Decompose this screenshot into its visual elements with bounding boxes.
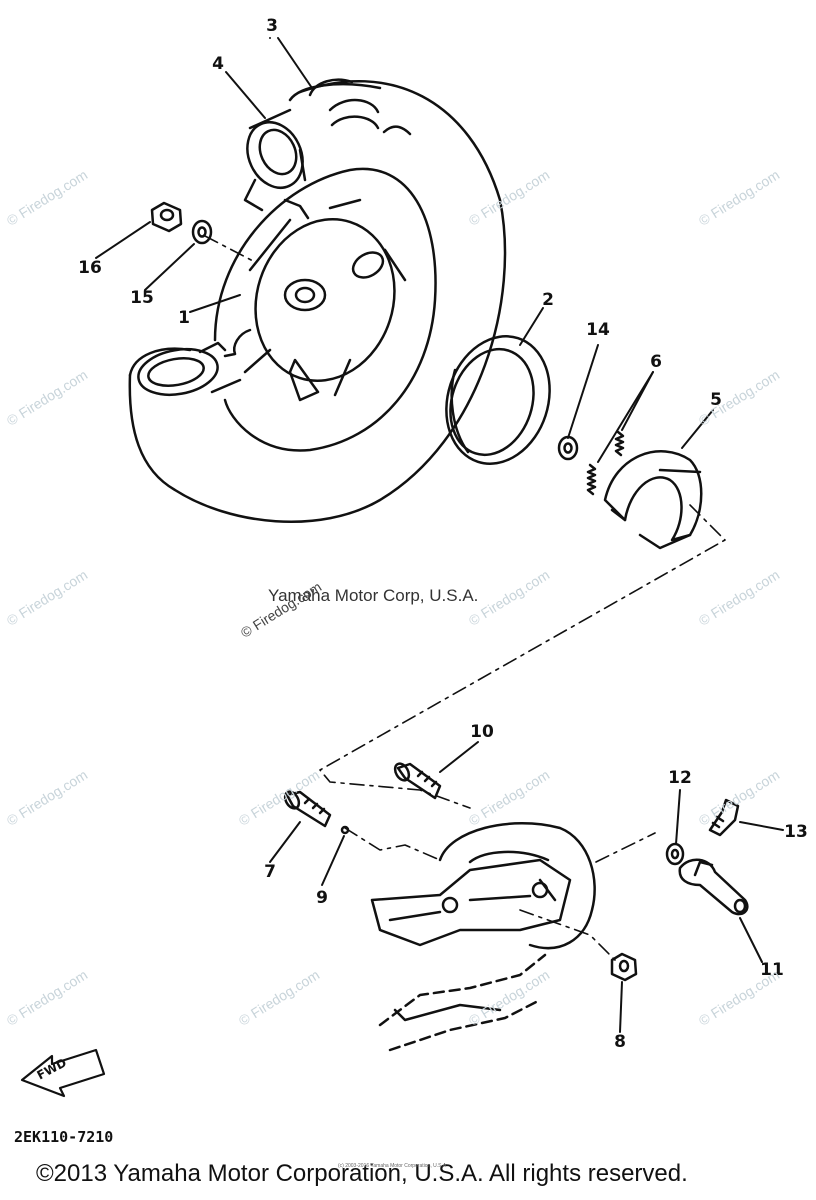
copyright-footer: ©2013 Yamaha Motor Corporation, U.S.A. A… <box>36 1160 688 1187</box>
callout-1: 1 <box>178 308 190 328</box>
part-7-bolt <box>283 790 332 828</box>
diagram-credit: Yamaha Motor Corp, U.S.A. <box>268 586 479 605</box>
callout-7: 7 <box>264 862 276 882</box>
callout-11: 11 <box>760 960 784 980</box>
part-12-washer <box>665 842 685 866</box>
part-9-pin <box>340 825 350 835</box>
part-15-washer <box>191 219 213 245</box>
callout-13: 13 <box>784 822 808 842</box>
wheel-tire-assembly <box>128 78 507 524</box>
part-16-nut <box>150 201 183 233</box>
part-5-brake-shoe <box>603 450 703 550</box>
callout-10: 10 <box>470 722 494 742</box>
callout-3: 3 <box>266 16 278 36</box>
callout-15: 15 <box>130 288 154 308</box>
callout-leaders <box>95 37 784 1033</box>
callout-2: 2 <box>542 290 554 310</box>
part-13-bolt <box>708 798 740 837</box>
part-10-bolt <box>393 762 442 800</box>
callout-12: 12 <box>668 768 692 788</box>
callout-6: 6 <box>650 352 662 372</box>
fwd-arrow-icon <box>20 1048 106 1098</box>
callout-4: 4 <box>212 54 224 74</box>
callout-16: 16 <box>78 258 102 278</box>
part-11-cam-lever <box>678 858 749 916</box>
part-2-ring <box>445 335 551 465</box>
diagram-part-code: 2EK110-7210 <box>14 1128 114 1146</box>
part-8-nut <box>610 952 638 982</box>
callout-8: 8 <box>614 1032 626 1052</box>
part-14-washer <box>557 435 579 461</box>
part-6-springs <box>586 430 625 496</box>
brake-panel-case <box>370 822 596 1052</box>
callout-5: 5 <box>710 390 722 410</box>
callout-14: 14 <box>586 320 610 340</box>
tiny-credit: (c) 2003-2016 Yamaha Motor Corporation, … <box>338 1163 448 1169</box>
callout-9: 9 <box>316 888 328 908</box>
